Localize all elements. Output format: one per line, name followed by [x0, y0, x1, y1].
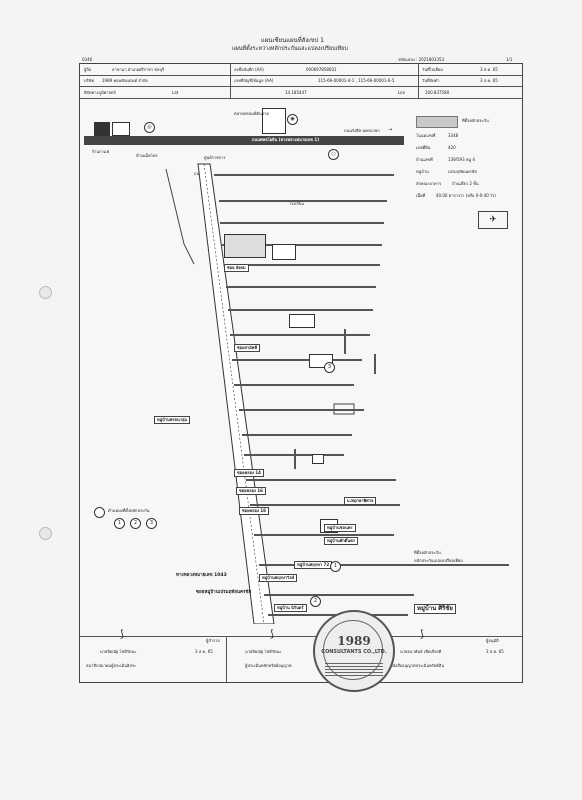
footer-left: สมาชิกสมาคมผู้ประเมินอิสระ — [86, 663, 137, 668]
location-marker-icon — [94, 507, 105, 518]
map-label-soi-premruethai: ซอยหมู่บ้านเปรมฤทัยนครชัย — [196, 590, 252, 595]
binder-hole-bottom — [39, 527, 52, 540]
note-number-2: 2 — [130, 518, 141, 529]
map-label-soi-samakkhi: ซอยสามัคคี — [234, 344, 261, 352]
info-account-value: 115-66-00001-4-1 , 115-66-00001-6-5 — [318, 78, 395, 83]
ref-code: รหัสแปลง : 2021803353 — [398, 57, 445, 62]
legend-item-label: บ้านเลขที่ — [416, 157, 433, 162]
signature-mark: ⟆ — [420, 629, 424, 640]
signature-mark: ⟆ — [120, 629, 124, 640]
map-label-soi-16: ซอยคลอง 16 — [236, 487, 266, 495]
landmark-icon: ◎ — [144, 122, 155, 133]
signature-license: ผู้ประเมินหลักทรัพย์อนุญาต — [245, 663, 292, 668]
map-label-village-chonnakhon: หมู่บ้านชลนคร — [324, 524, 356, 532]
marker-3: 3 — [324, 362, 335, 373]
info-visit-value: 3 ส.ค. 65 — [480, 67, 498, 72]
footer-right: หนังสืออนุญาตประเมินทรัพย์สิน — [390, 663, 445, 668]
page-number: 1/1 — [506, 57, 513, 62]
legend-item-label: เลขที่ดิน — [416, 145, 431, 150]
arrow-right-icon: → — [388, 127, 393, 133]
note-number-3: 3 — [146, 518, 157, 529]
marker-1: 1 — [330, 561, 341, 572]
info-company-label: บริษัท — [84, 78, 94, 83]
legend-item-value: บ้านเดี่ยว 2 ชั้น — [452, 181, 479, 186]
map-label-soi-sangkhom: ซอย สังคม — [224, 264, 249, 272]
map-label-village-pruksa-ville: หมู่บ้านพฤกษาวิลล์ — [259, 574, 298, 582]
map-label-village-niran: หมู่บ้าน นิรันดร์ — [274, 604, 307, 612]
map-label-government: ศูนย์ราชการ — [204, 155, 226, 160]
ref-left: 0346 — [82, 57, 93, 62]
map-label-soi-14: ซอยคลอง 14 — [234, 469, 264, 477]
info-owner-value: สาขานา อำเภอศรีราชา ชลบุรี — [112, 67, 165, 72]
map-label-highway-1043: ทางหลวงหมายเลข 1043 — [176, 573, 227, 578]
note-number-1: 1 — [114, 518, 125, 529]
info-lon-value: 100.837580 — [425, 90, 450, 95]
document-sheet: ผู้ถือ สาขานา อำเภอศรีราชา ชลบุรี ลงชื่อ… — [79, 63, 523, 683]
info-geo-label: พิกัดทางภูมิศาสตร์ — [84, 90, 116, 95]
map-label-collateral: ที่ตั้งหลักประกัน — [414, 550, 441, 555]
signature-date: 3 ส.ค. 65 — [195, 649, 213, 654]
signature-name: นายปิยณัฐ โชติรัตนะ — [245, 649, 282, 654]
info-lat-label: Lat — [172, 90, 179, 95]
info-record-label: ลงชื่อบันทึก (AA) — [234, 67, 264, 72]
info-visit-label: วันที่ไปเยี่ยม — [422, 67, 443, 72]
map-label-makro: ห้างแม็คโคร — [136, 153, 158, 158]
legend-item-value: เปรมฤทัยนครชัย — [448, 169, 477, 174]
legend-item-value: 3348 — [448, 133, 459, 138]
info-prepared-value: 3 ส.ค. 65 — [480, 78, 498, 83]
map-label-pruksa-phisan: ม.พฤกษาพิศาล — [344, 497, 377, 505]
map-label-school: โรงเรียน — [289, 201, 304, 206]
legend-item-label: ลักษณะอาคาร — [416, 181, 442, 186]
legend-item-value: 420 — [448, 145, 456, 150]
marker-2: 2 — [310, 596, 321, 607]
info-prepared-label: วันที่จัดทำ — [422, 78, 440, 83]
north-arrow-icon: ✈ — [478, 211, 508, 229]
info-company-value: 1989 คอนซัลแตนท์ จำกัด — [102, 78, 148, 83]
map-label-village-phonthana: หมู่บ้านพรธนาลุ่ม — [154, 416, 191, 424]
map-label-village-sakdinakhon: หมู่บ้านศักดิ์นคร — [324, 537, 358, 545]
map-label-village-pruksa-72: หมู่บ้านพฤกษา 72 — [294, 561, 333, 569]
legend-item-label: โฉนดเลขที่ — [416, 133, 436, 138]
map-label-cafe: ร้านกาแฟ — [92, 149, 110, 154]
document-subtitle: แผนที่ตั้งระหว่างหลักประกันและแปลงเปรียบ… — [232, 46, 348, 52]
info-lat-value: 14.185447 — [285, 90, 307, 95]
map-label-village-sirichai: หมู่บ้าน ศิริชัย — [414, 604, 456, 614]
binder-hole-top — [39, 286, 52, 299]
legend-item-label: หมู่บ้าน — [416, 169, 429, 174]
note-location: ตำแหน่งที่ตั้งหลักประกัน — [108, 508, 150, 513]
landmark-icon: ○ — [328, 149, 339, 160]
collateral-legend-swatch — [416, 116, 458, 128]
info-lon-label: Lon — [398, 90, 406, 95]
map-label-market: ตลาดพรอมพ์ตันลาด — [234, 111, 269, 116]
legend-item-value: 139/593 หมู่ 4 — [448, 157, 475, 162]
stamp-number: 1989 — [337, 634, 371, 648]
signature-name: นายปิยณัฐ โชติรัตนะ — [100, 649, 137, 654]
signature-name: นายธนาพันธ์ เชิดเกียรติ — [400, 649, 442, 654]
signature-mark: ⟆ — [270, 629, 274, 640]
road-right-label: ถนนรังสิต-นครนายก — [344, 128, 380, 133]
landmark-icon: ◉ — [287, 114, 298, 125]
legend-heading: ที่ตั้งหลักประกัน — [462, 118, 489, 123]
signature-role: ผู้สำรวจ — [206, 638, 220, 643]
document-title: แผนเชียนแผนที่สังเขป 1 — [261, 37, 324, 44]
legend-item-value: 40.00 ตารางวา (หรือ 0-0-40 ไร่) — [436, 193, 496, 198]
stamp-name: CONSULTANTS CO.,LTD. — [321, 649, 387, 655]
location-map: ถนนพหลโยธิน (ทางหลวงหมายเลข 1) ถนนรังสิต… — [84, 104, 518, 624]
map-label-soi-18: ซอยคลอง 18 — [239, 507, 269, 515]
info-record-value: 000697858001 — [306, 67, 337, 72]
map-label-comparison: หลักประกันแปลงเปรียบเทียบ — [414, 558, 463, 563]
company-stamp: 1989 CONSULTANTS CO.,LTD. — [313, 610, 395, 692]
info-owner-label: ผู้ถือ — [84, 67, 92, 72]
legend-item-label: เนื้อที่ — [416, 193, 426, 198]
signature-date: 3 ส.ค. 65 — [486, 649, 504, 654]
top-road-label: ถนนพหลโยธิน (ทางหลวงหมายเลข 1) — [252, 137, 320, 142]
info-account-label: เลขที่บัญชี/ข้อมูล (AA) — [234, 78, 274, 83]
signature-role: ผู้อนุมัติ — [486, 638, 499, 643]
